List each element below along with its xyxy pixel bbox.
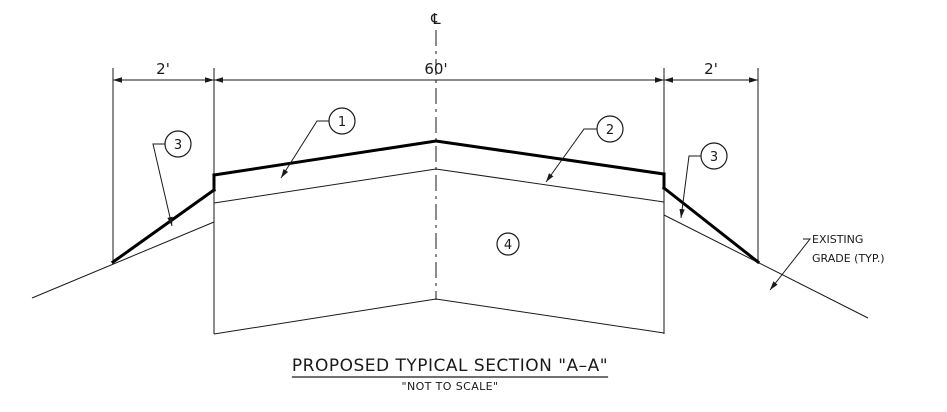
shoulder-slope-left [110,187,217,265]
callout-1-leader [280,120,329,179]
callout-3-right-leader [679,155,701,219]
base-course-line [213,168,665,204]
section-title: PROPOSED TYPICAL SECTION "A–A" [292,356,608,376]
subgrade-bottom [213,298,665,335]
callout-3-left-leader [152,143,173,227]
existing-grade-leader [769,238,812,291]
callout-2-label: 2 [606,123,614,138]
callout-4-circle [496,232,520,256]
pavement-surface [212,139,666,177]
dimension-right-label: 2' [704,60,718,78]
callout-1-label: 1 [338,115,346,130]
existing-grade-left [31,221,215,299]
callout-3-right-label: 3 [710,150,718,165]
callout-3-left-label: 3 [174,138,182,153]
callout-4-label: 4 [504,238,512,253]
existing-grade-note-line1: EXISTING [812,233,863,246]
centerline-symbol: ℄ [430,10,441,28]
existing-grade-right [663,214,869,319]
existing-grade-note-line2: GRADE (TYP.) [812,252,885,265]
dimension-main-label: 60' [424,60,447,78]
section-subtitle: "NOT TO SCALE" [402,380,499,393]
shoulder-slope-right [661,185,761,265]
dimension-left-label: 2' [156,60,170,78]
callout-2-leader [545,128,597,183]
